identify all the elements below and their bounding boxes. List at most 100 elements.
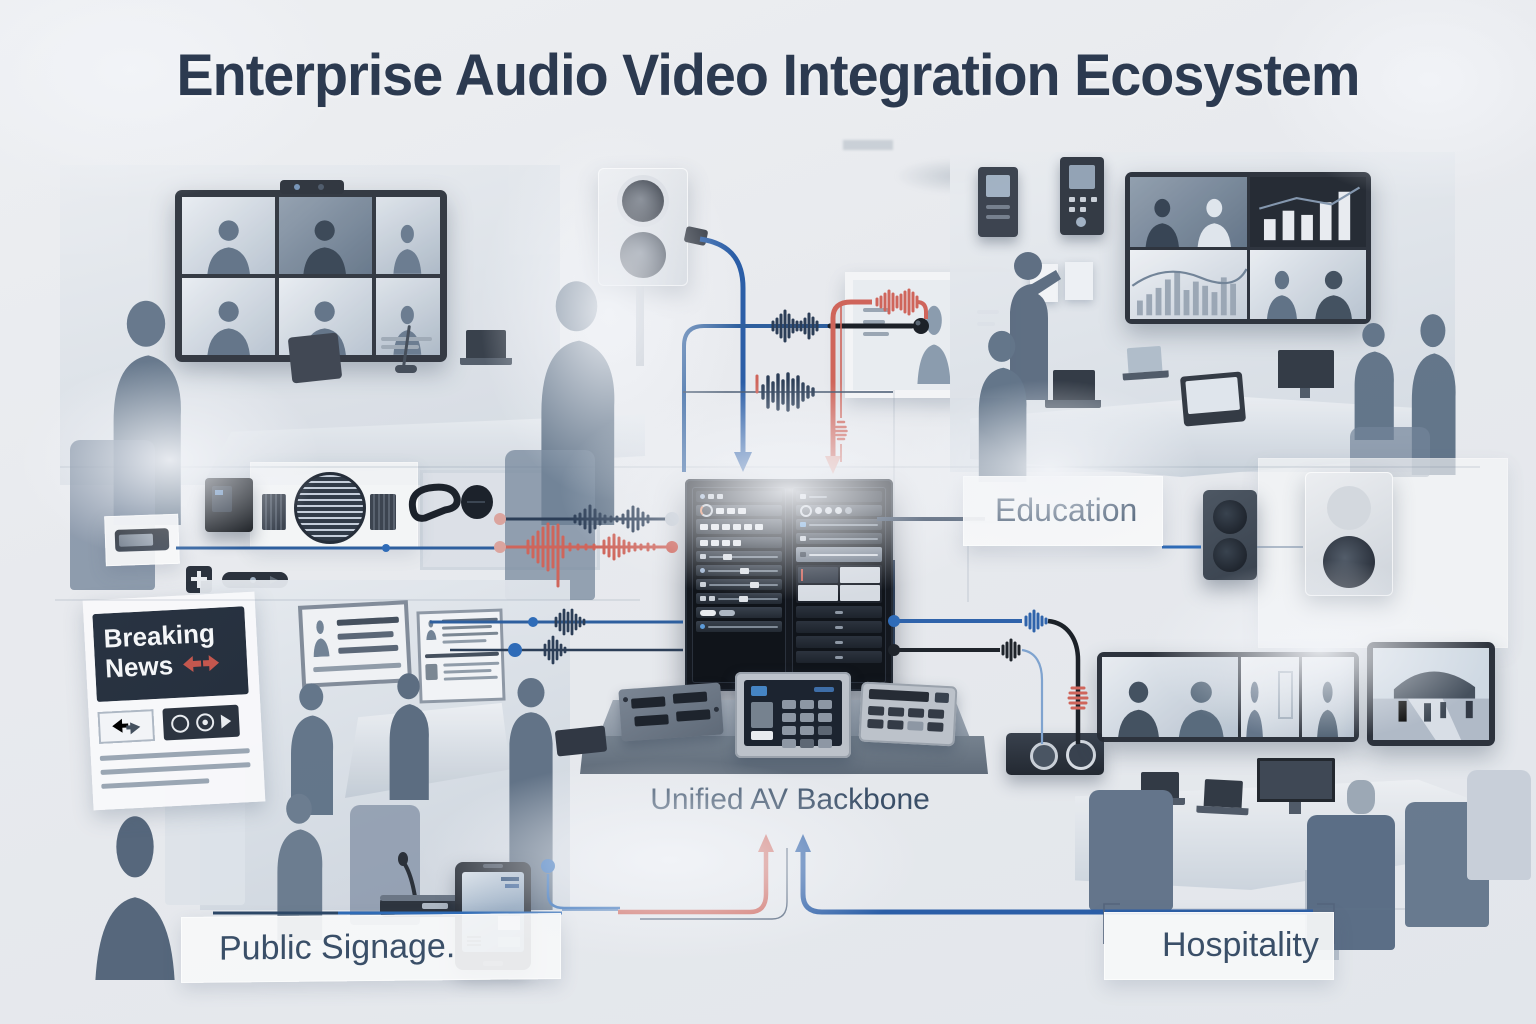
speaker-stand bbox=[636, 286, 644, 366]
rack-preview-screens bbox=[796, 565, 882, 603]
public-signage-label-card: Public Signage. bbox=[181, 913, 561, 983]
mic-array-mesh bbox=[294, 472, 366, 544]
touch-panel-screen bbox=[744, 680, 842, 748]
figure-graphic bbox=[309, 616, 333, 657]
play-icon bbox=[221, 714, 232, 729]
rack-drawer bbox=[796, 606, 882, 618]
touch-panel-logo bbox=[751, 686, 767, 696]
touch-panel bbox=[735, 672, 851, 758]
page-title: Enterprise Audio Video Integration Ecosy… bbox=[176, 43, 1360, 108]
signage-icon-card bbox=[97, 709, 156, 744]
swap-arrows-icon bbox=[112, 718, 141, 735]
rack-drawer bbox=[796, 621, 882, 633]
hospitality-video-wall bbox=[1097, 652, 1359, 742]
person-silhouette bbox=[1010, 252, 1061, 400]
speaker-driver bbox=[1213, 538, 1247, 572]
camera-icon bbox=[195, 712, 215, 732]
rack-left-column bbox=[692, 487, 786, 683]
camera-bar bbox=[280, 180, 344, 194]
desktop-monitor bbox=[1257, 758, 1335, 816]
rack-module bbox=[796, 504, 882, 517]
gooseneck-microphone bbox=[372, 845, 468, 920]
video-tile bbox=[1301, 657, 1354, 737]
person-silhouette bbox=[955, 327, 1040, 482]
tablet-stand bbox=[287, 332, 343, 384]
button-panel-left bbox=[618, 682, 724, 742]
smudge bbox=[843, 140, 893, 150]
wall-control-panel bbox=[978, 167, 1018, 237]
audio-jack bbox=[1066, 740, 1096, 770]
label-backbone: Unified AV Backbone bbox=[650, 783, 930, 816]
rack-drawer bbox=[796, 651, 882, 663]
bookshelf-speaker bbox=[598, 168, 688, 286]
desk-microphone bbox=[395, 324, 417, 385]
plus-button bbox=[186, 566, 212, 593]
scene-education bbox=[950, 142, 1455, 477]
rack-module bbox=[696, 565, 782, 576]
rack-module bbox=[796, 491, 882, 502]
education-video-wall bbox=[1125, 172, 1371, 324]
video-grid bbox=[182, 197, 372, 355]
rack-module bbox=[696, 537, 782, 548]
rack-module bbox=[696, 621, 782, 632]
landscape-display bbox=[1367, 642, 1495, 746]
white-speaker bbox=[1305, 472, 1393, 596]
video-tile bbox=[1249, 249, 1366, 319]
wire-speaker-down bbox=[699, 236, 752, 472]
office-chair bbox=[1089, 790, 1173, 910]
video-tile bbox=[1130, 177, 1247, 247]
whiteboard-sheet bbox=[1065, 262, 1093, 300]
news-headline-line2: News bbox=[104, 650, 174, 684]
laptop bbox=[1121, 345, 1169, 384]
media-icon bbox=[170, 714, 190, 734]
label-hospitality: Hospitality bbox=[1162, 926, 1319, 964]
signage-icon-card bbox=[162, 704, 240, 741]
laptop bbox=[1196, 779, 1250, 820]
bar-chart-graphic bbox=[1131, 267, 1247, 315]
wall-control-panel bbox=[1060, 157, 1104, 235]
rack-module bbox=[796, 547, 882, 562]
landscape-graphic bbox=[1373, 648, 1489, 740]
rack-module bbox=[796, 533, 882, 544]
battery-pack bbox=[114, 528, 170, 552]
label-public-signage: Public Signage. bbox=[219, 927, 456, 968]
desktop-monitor bbox=[1278, 350, 1334, 402]
rack-drawer bbox=[796, 636, 882, 648]
video-tile bbox=[182, 278, 275, 355]
news-arrows-icon bbox=[183, 655, 219, 672]
speaker-puck bbox=[1347, 780, 1375, 814]
laptop bbox=[1045, 370, 1101, 412]
rack-module bbox=[696, 491, 782, 502]
mic-array-grille bbox=[262, 494, 286, 530]
hospitality-label-card: Hospitality bbox=[1104, 912, 1334, 980]
rack-module bbox=[696, 593, 782, 604]
desk-device bbox=[554, 725, 608, 757]
video-tile bbox=[278, 197, 372, 274]
figure-graphic bbox=[424, 618, 439, 640]
compact-speaker bbox=[205, 478, 253, 532]
audio-jack bbox=[1030, 742, 1058, 770]
camera-lens bbox=[318, 184, 324, 190]
speaker-driver bbox=[1213, 500, 1247, 534]
speaker-driver bbox=[620, 232, 666, 278]
video-tile bbox=[1102, 657, 1238, 737]
signage-text-line bbox=[101, 778, 210, 789]
rack-module bbox=[696, 607, 782, 618]
rack-module bbox=[796, 519, 882, 530]
label-education: Education bbox=[995, 492, 1138, 528]
education-label-card: Education bbox=[963, 476, 1163, 546]
battery-pack-card bbox=[104, 513, 180, 567]
rack-module bbox=[696, 504, 782, 517]
news-headline-line1: Breaking bbox=[102, 617, 216, 654]
scene-hospitality bbox=[1075, 630, 1536, 960]
rack-module bbox=[696, 579, 782, 590]
mic-array-grille bbox=[370, 494, 396, 530]
video-tile bbox=[182, 197, 275, 274]
av-rack bbox=[685, 479, 893, 691]
tablet-display bbox=[1179, 371, 1247, 427]
speaker-driver bbox=[622, 180, 664, 222]
signage-text-line bbox=[99, 748, 250, 761]
video-tile bbox=[375, 197, 440, 274]
bar-chart-tile bbox=[1130, 249, 1247, 319]
